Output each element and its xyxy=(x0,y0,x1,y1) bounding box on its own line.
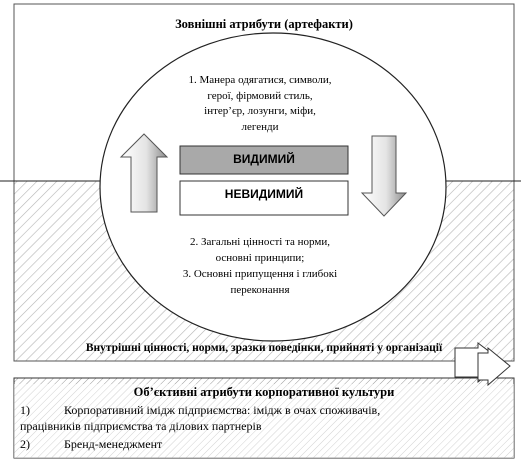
item-number: 2) xyxy=(20,437,30,451)
item-text: Бренд-менеджмент xyxy=(64,437,163,451)
visible-line: інтер’єр, лозунги, міфи, xyxy=(204,105,316,117)
invisible-line: 3. Основні припущення і глибокі xyxy=(182,268,338,280)
down-arrow-icon xyxy=(360,135,408,217)
item-number: 1) xyxy=(20,403,30,417)
invisible-attributes-list: 2. Загальні цінності та норми, основні п… xyxy=(160,234,360,298)
invisible-line: переконання xyxy=(230,284,290,296)
invisible-line: основні принципи; xyxy=(215,252,305,264)
invisible-label: НЕВИДИМИЙ xyxy=(224,187,304,201)
objective-item-1: 1) Корпоративний імідж підприємства: імід… xyxy=(20,403,380,418)
visible-label: ВИДИМИЙ xyxy=(233,152,295,166)
objective-attributes-title: Об’єктивні атрибути корпоративної культу… xyxy=(133,385,395,399)
outer-frame xyxy=(13,3,515,362)
up-arrow-icon xyxy=(119,133,169,213)
external-attributes-title: Зовнішні атрибути (артефакти) xyxy=(175,17,353,31)
visible-line: легенди xyxy=(241,120,279,133)
invisible-line: 2. Загальні цінності та норми, xyxy=(190,236,330,248)
objective-item-1-continuation: працівників підприємства та ділових парт… xyxy=(20,419,262,433)
visible-line: герої, фірмовий стиль, xyxy=(207,89,313,102)
visible-line: 1. Манера одягатися, символи, xyxy=(188,74,332,86)
invisible-box xyxy=(179,180,349,216)
internal-values-label: Внутрішні цінності, норми, зразки поведі… xyxy=(85,342,443,354)
item-text: Корпоративний імідж підприємства: імідж … xyxy=(64,403,381,417)
visible-box xyxy=(179,145,349,175)
objective-item-2: 2) Бренд-менеджмент xyxy=(20,437,162,452)
visible-attributes-list: 1. Манера одягатися, символи, герої, фір… xyxy=(175,73,345,135)
